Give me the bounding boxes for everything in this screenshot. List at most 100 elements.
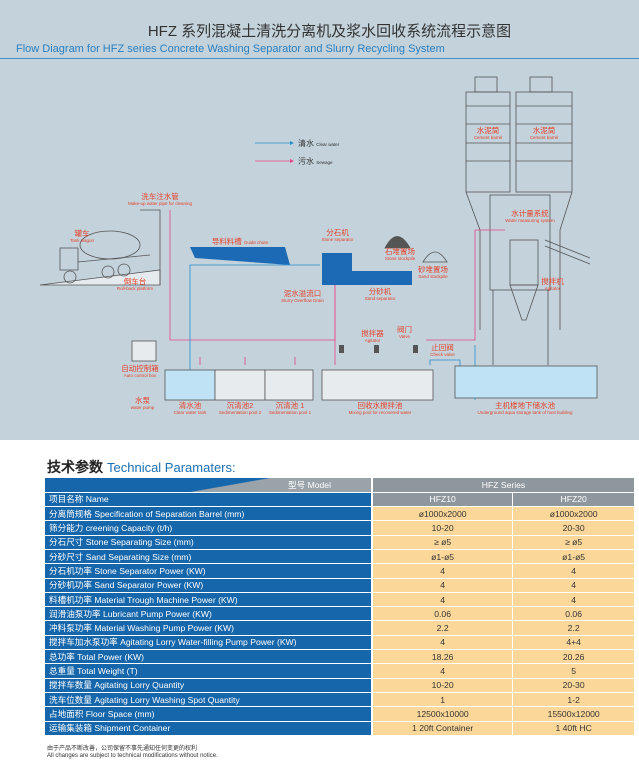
note-cn: 由于产品不断改善，公司保留不事先通知任何变更的权利	[47, 746, 198, 752]
row-value: 4+4	[512, 635, 635, 651]
row-value: 20-30	[512, 678, 635, 693]
row-name: 分砂机功率 Sand Separator Power (KW)	[45, 578, 373, 593]
row-value: ø1000x2000	[512, 506, 635, 522]
mixing-pool	[321, 369, 434, 401]
clear-water-tank	[164, 369, 216, 401]
underground-tank	[454, 365, 598, 399]
tank-truck	[39, 209, 161, 286]
row-name: 搅拌车数量 Agitating Lorry Quantity	[45, 678, 373, 693]
table-row: 搅拌车加水泵功率 Agitating Lorry Water-filling P…	[45, 635, 635, 651]
row-value: 2.2	[372, 620, 514, 636]
diagram-drawing	[39, 76, 598, 401]
row-value: 4	[372, 663, 514, 679]
legend-clear-water: 清水 Clear water	[298, 139, 340, 148]
row-value: 15500x12000	[512, 706, 635, 722]
row-name: 总重量 Total Weight (T)	[45, 663, 373, 679]
row-value: 10-20	[372, 678, 514, 693]
flow-diagram: HFZ 系列混凝土清洗分离机及浆水回收系统流程示意图 Flow Diagram …	[0, 0, 639, 440]
row-value: 4	[372, 592, 514, 608]
row-value: 1 40ft HC	[512, 721, 635, 736]
row-name: 分砂尺寸 Sand Separating Size (mm)	[45, 549, 373, 565]
table-row: 料槽机功率 Material Trough Machine Power (KW)…	[45, 592, 635, 608]
row-value: 1-2	[512, 692, 635, 708]
sand-separator	[322, 271, 412, 285]
row-value: ø1-ø5	[512, 549, 635, 565]
model-label: 型号 Model	[45, 478, 373, 493]
row-value: 4	[512, 578, 635, 593]
auto-control-box	[131, 340, 157, 362]
sand-pile	[422, 251, 448, 263]
row-value: 4	[372, 578, 514, 593]
row-value: 4	[512, 563, 635, 579]
row-name: 料槽机功率 Material Trough Machine Power (KW)	[45, 592, 373, 608]
divider	[0, 58, 639, 59]
row-name: 搅拌车加水泵功率 Agitating Lorry Water-filling P…	[45, 635, 373, 651]
row-value: 1 20ft Container	[372, 721, 514, 736]
row-value: ø1-ø5	[372, 549, 514, 565]
table-row: 分石尺寸 Stone Separating Size (mm)≥ ø5≥ ø5	[45, 535, 635, 550]
row-value: 5	[512, 663, 635, 679]
sedimentation-pool-2	[214, 369, 266, 401]
row-value: 12500x10000	[372, 706, 514, 722]
stone-pile	[384, 236, 411, 249]
model-hfz10: HFZ10	[372, 492, 514, 508]
row-name: 筛分能力 creening Capacity (t/h)	[45, 520, 373, 536]
row-name: 分离筒规格 Specification of Separation Barrel…	[45, 506, 373, 522]
table-row: 洗车位数量 Agitating Lorry Washing Spot Quant…	[45, 692, 635, 708]
series-header: HFZ Series	[372, 478, 635, 493]
row-name: 洗车位数量 Agitating Lorry Washing Spot Quant…	[45, 692, 373, 708]
name-label: 项目名称 Name	[45, 492, 373, 508]
row-name: 占地面积 Floor Space (mm)	[45, 706, 373, 722]
title-cn: HFZ 系列混凝土清洗分离机及浆水回收系统流程示意图	[147, 23, 512, 40]
row-value: 10-20	[372, 520, 514, 536]
row-value: ≥ ø5	[512, 535, 635, 550]
row-value: 20-30	[512, 520, 635, 536]
row-value: 4	[372, 563, 514, 579]
row-value: 18.26	[372, 649, 514, 665]
table-row: 分离筒规格 Specification of Separation Barrel…	[45, 506, 635, 522]
label-chute: 导料料槽 Guide chute	[211, 237, 269, 246]
legend-sewage: 污水 Sewage	[298, 157, 333, 166]
table-row: 冲料泵功率 Material Washing Pump Power (KW)2.…	[45, 620, 635, 636]
row-name: 总功率 Total Power (KW)	[45, 649, 373, 665]
row-value: ø1000x2000	[372, 506, 514, 522]
row-name: 冲料泵功率 Material Washing Pump Power (KW)	[45, 620, 373, 636]
row-value: 20.26	[512, 649, 635, 665]
row-name: 分石尺寸 Stone Separating Size (mm)	[45, 535, 373, 550]
guide-chute	[190, 247, 290, 265]
row-value: 4	[512, 592, 635, 608]
note-en: All changes are subject to technical mod…	[47, 753, 218, 759]
cement-silos	[465, 76, 591, 365]
row-name: 分石机功率 Stone Separator Power (KW)	[45, 563, 373, 579]
